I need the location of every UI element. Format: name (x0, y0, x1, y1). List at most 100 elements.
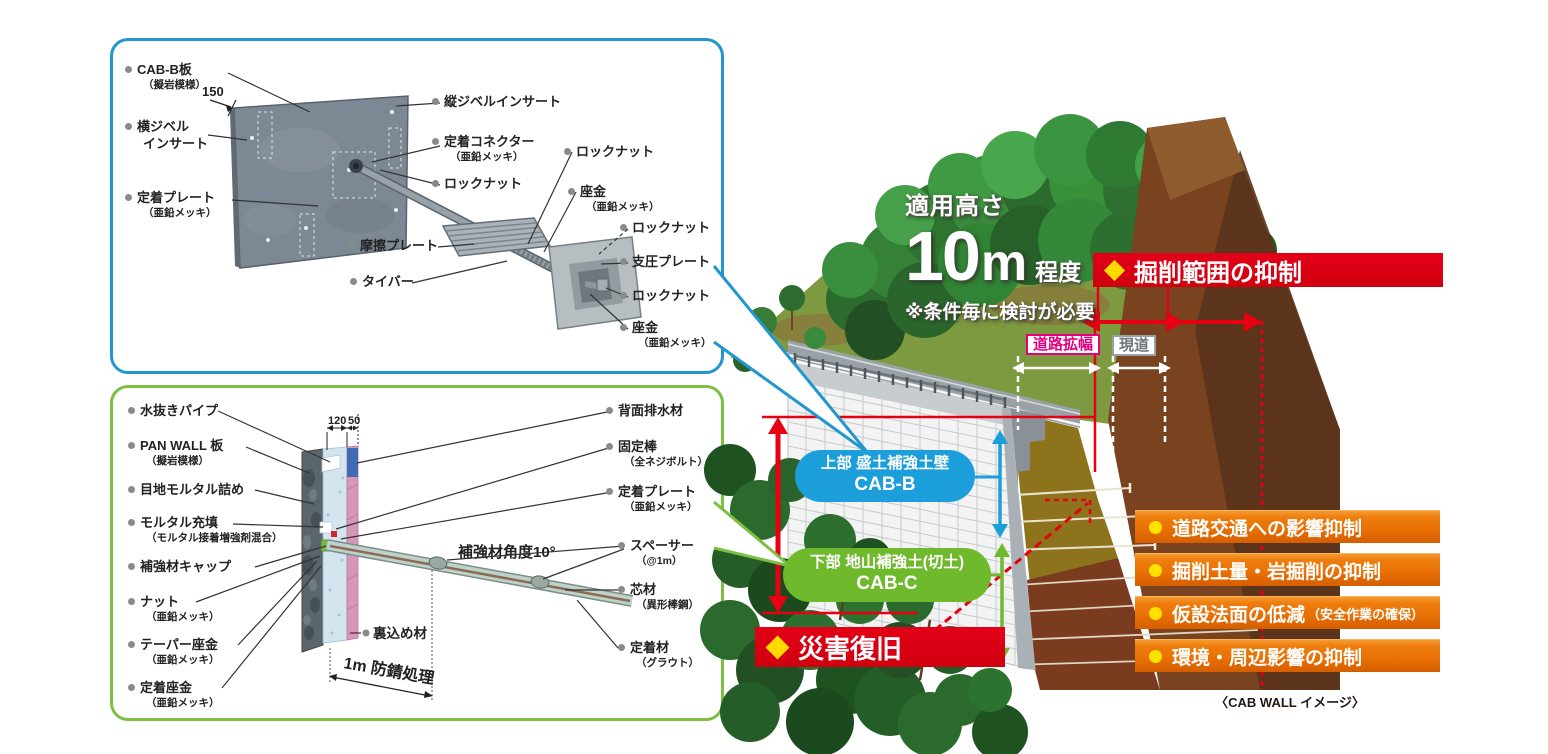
bullet-icon (432, 138, 439, 145)
upper-anchors (1010, 487, 1156, 551)
label-urakome-zai: 裏込め材 (372, 625, 427, 641)
label-lock-nut-3: ロックナット (620, 220, 710, 237)
bullet-icon (1149, 606, 1162, 620)
banner-disaster-text: 災害復旧 (798, 633, 903, 664)
bullet-icon (125, 123, 132, 130)
guardrail (793, 353, 1007, 408)
bullet-icon (128, 684, 135, 691)
banner-disaster-recovery: 災害復旧 (755, 627, 1005, 667)
bullet-icon (128, 519, 135, 526)
bullet-icon (362, 629, 370, 637)
label-masatsu-plate: 摩擦プレート (348, 238, 438, 255)
panel-edge (230, 108, 240, 268)
label-taper-zagane: テーパー座金（亜鉛メッキ） (128, 637, 220, 668)
diamond-icon (1103, 259, 1126, 281)
benefit-item-road-traffic: 道路交通への影響抑制 (1135, 510, 1440, 543)
embankment-fill (1012, 412, 1118, 585)
bullet-icon (606, 407, 613, 414)
cab-b-height-arrow (975, 430, 1008, 538)
bullet-icon (128, 407, 135, 414)
label-tie-bar: タイバー (350, 274, 414, 291)
height-unit: m (980, 234, 1028, 292)
bullet-icon (568, 188, 575, 195)
wall-cap-band (788, 362, 1010, 426)
bullet-icon (125, 194, 132, 201)
bullet-icon (1149, 563, 1162, 577)
callout-box-pan-wall: 120 50 1m 防錆処理 補強材角度10° 裏込め材 (110, 385, 724, 721)
label-mizunuki-pipe: 水抜きパイプ (128, 403, 218, 420)
bullet-icon (620, 324, 627, 331)
callout-wedge-blue (712, 265, 869, 454)
bullet-icon (128, 641, 135, 648)
label-lock-nut-1: ロックナット (432, 176, 522, 193)
bullet-icon (1149, 520, 1162, 534)
dim-120: 120 (328, 415, 346, 427)
bullet-icon (620, 292, 627, 299)
road-widening-tag: 道路拡幅 (1026, 334, 1101, 355)
red-dash-corner (1045, 498, 1092, 523)
bullet-icon (432, 98, 439, 105)
label-lock-nut-2: ロックナット (564, 144, 654, 161)
benefit-item-excavation-volume: 掘削土量・岩掘削の抑制 (1135, 553, 1440, 586)
existing-road-tag: 現道 (1112, 335, 1157, 356)
bullet-icon (606, 443, 613, 450)
label-teichaku-plate: 定着プレート（亜鉛メッキ） (125, 190, 217, 221)
label-hokyozai-cap: 補強材キャップ (128, 559, 231, 576)
spacer-1 (428, 556, 448, 570)
bullet-icon (1149, 649, 1162, 663)
panel-insert-marks (257, 111, 402, 257)
label-tate-jibel: 縦ジベルインサート (432, 94, 561, 111)
wall-edge-band (1002, 407, 1035, 670)
bullet-icon (128, 442, 135, 449)
label-cab-b-plate: CAB-B板（擬岩模様） (125, 62, 206, 93)
label-shinzai: 芯材（異形棒鋼） (618, 582, 699, 613)
label-kotei-bo: 固定棒（全ネジボルト） (606, 439, 708, 470)
nail-core-bar (329, 544, 631, 603)
height-caution: ※条件毎に検討が必要 (905, 302, 1095, 323)
dim-1m-extensions (329, 570, 433, 702)
bullet-icon (128, 486, 135, 493)
dim-1m-line (331, 676, 431, 697)
end-nut (596, 278, 609, 292)
cut-ground (1027, 558, 1160, 690)
bullet-icon (618, 586, 625, 593)
diamond-icon (765, 634, 790, 660)
label-teichaku-zai: 定着材（グラウト） (618, 640, 699, 671)
label-pan-wall-plate: PAN WALL 板（擬岩模様） (128, 438, 223, 469)
fixing-bolt (331, 531, 337, 537)
label-spacer: スペーサー（@1m） (618, 538, 694, 569)
bullet-icon (618, 644, 625, 651)
dim-50: 50 (348, 415, 360, 427)
label-boseishori: 1m 防錆処理 (342, 653, 435, 688)
banner-excavation-text: 掘削範囲の抑制 (1134, 259, 1302, 287)
label-teichaku-connector: 定着コネクター（亜鉛メッキ） (432, 134, 534, 165)
height-value: 10 (905, 217, 981, 295)
callout-box-cab-b: 150 CAB-B板（擬岩模様） 横ジベルインサート 定着プレート（亜鉛メッキ）… (110, 38, 724, 374)
leader-lines (195, 410, 625, 689)
callout-wedge-green (713, 500, 791, 568)
bullet-icon (128, 563, 135, 570)
excavation-range-arrows (1082, 287, 1262, 332)
label-yoko-jibel: 横ジベルインサート (125, 119, 208, 153)
banner-excavation-range: 掘削範囲の抑制 (1093, 253, 1443, 287)
cab-b-drawing: 150 (202, 72, 642, 330)
label-zagane-1: 座金（亜鉛メッキ） (568, 184, 660, 215)
bullet-icon (606, 488, 613, 495)
label-meji-mortar: 目地モルタル詰め (128, 482, 244, 499)
pill-upper-cab-b: 上部 盛土補強土壁 CAB-B (795, 450, 975, 502)
backfill-strip (346, 445, 359, 641)
bullet-icon (432, 180, 439, 187)
benefit-item-temporary-slope: 仮設法面の低減（安全作業の確保） (1135, 596, 1440, 629)
drain-material (347, 448, 358, 477)
bullet-icon (618, 542, 625, 549)
bullet-icon (620, 258, 627, 265)
bullet-icon (350, 278, 357, 285)
label-mortar-juten: モルタル充填（モルタル接着増強剤混合） (128, 515, 283, 546)
height-prefix: 適用高さ (905, 193, 1005, 220)
image-caption: 〈CAB WALL イメージ〉 (1215, 695, 1365, 710)
pill-lower-cab-c: 下部 地山補強土(切土) CAB-C (783, 548, 991, 602)
label-zagane-2: 座金（亜鉛メッキ） (620, 320, 712, 351)
label-shiatsu-plate: 支圧プレート (620, 254, 710, 271)
